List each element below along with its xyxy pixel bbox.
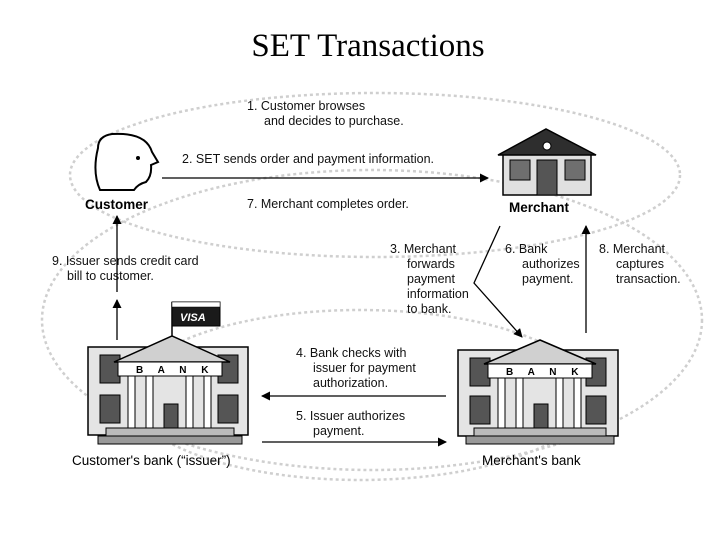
customers-bank-label: Customer's bank (“issuer”)	[72, 453, 231, 468]
customer-icon	[94, 132, 160, 191]
step-3-label: 3. Merchant forwards payment information…	[390, 242, 472, 316]
step-5-label: 5. Issuer authorizes payment.	[296, 409, 409, 438]
step-8-label: 8. Merchant captures transaction.	[599, 242, 681, 286]
visa-label: VISA	[180, 312, 206, 324]
step-9-label: 9. Issuer sends credit card bill to cust…	[52, 254, 202, 283]
arrow-merchant-to-bank	[473, 225, 523, 338]
merchants-bank-icon	[457, 339, 619, 445]
page-title: SET Transactions	[251, 28, 484, 64]
step-6-label: 6. Bank authorizes payment.	[505, 242, 583, 286]
customers-bank-icon	[87, 302, 249, 445]
customer-label: Customer	[85, 197, 149, 212]
step-1-label: 1. Customer browses and decides to purch…	[247, 99, 404, 128]
step-7-label: 7. Merchant completes order.	[247, 197, 409, 211]
merchant-store-icon	[497, 128, 597, 196]
merchants-bank-sign: B A N K	[506, 367, 584, 378]
step-2-label: 2. SET sends order and payment informati…	[182, 152, 434, 166]
merchants-bank-label: Merchant's bank	[482, 453, 581, 468]
flow-arrows	[112, 173, 591, 447]
step-4-label: 4. Bank checks with issuer for payment a…	[296, 346, 419, 390]
merchant-label: Merchant	[509, 200, 570, 215]
visa-flag-icon	[171, 301, 221, 327]
customers-bank-sign: B A N K	[136, 365, 214, 376]
